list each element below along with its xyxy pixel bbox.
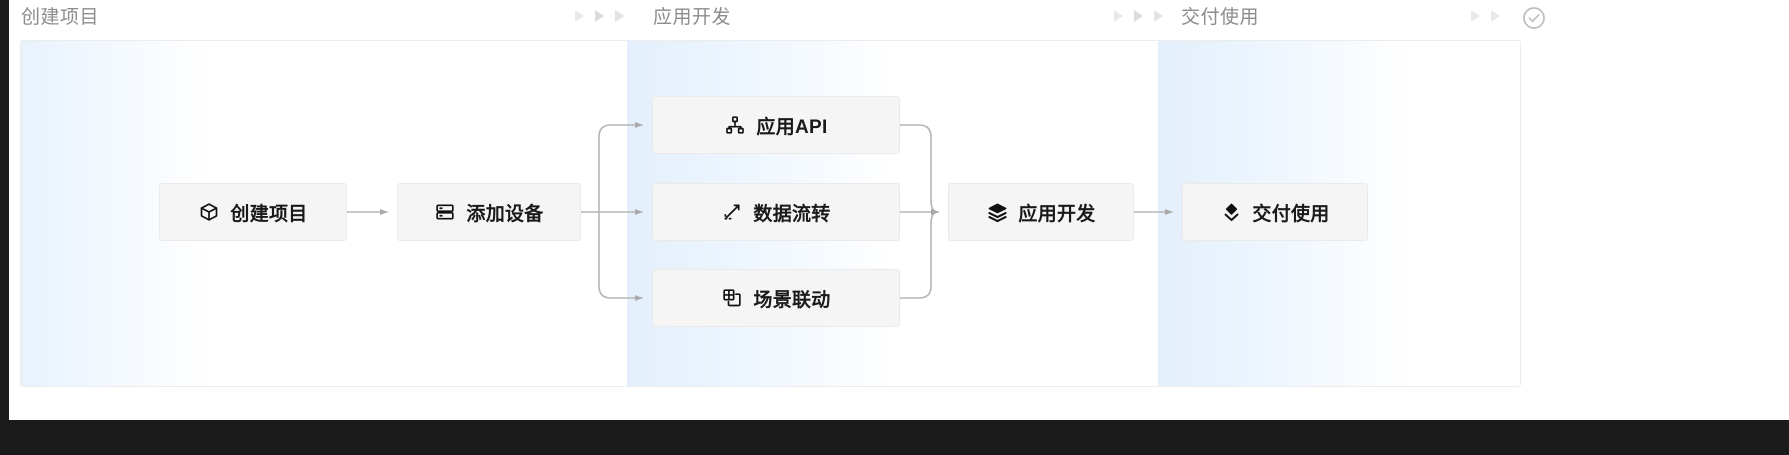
triangle-right-icon <box>1114 10 1123 22</box>
triangle-right-icon <box>1471 10 1480 22</box>
check-circle-icon <box>1522 6 1546 30</box>
triangle-right-icon <box>1134 10 1143 22</box>
triangle-right-icon <box>595 10 604 22</box>
window-bottom-strip <box>0 420 1789 455</box>
window-left-rail <box>0 0 9 420</box>
flow-node-app-development[interactable]: 应用开发 <box>948 183 1134 241</box>
flow-node-label: 交付使用 <box>1252 203 1330 225</box>
flow-node-scene-linkage[interactable]: 场景联动 <box>652 269 900 327</box>
flow-node-data-flow[interactable]: 数据流转 <box>652 183 900 241</box>
flow-node-label: 创建项目 <box>230 203 308 225</box>
triangle-right-icon <box>615 10 624 22</box>
window-layout-icon <box>721 287 743 309</box>
stage-header: 创建项目 应用开发 交付使用 <box>9 0 1789 36</box>
flow-connectors <box>346 121 1173 301</box>
stage-separator-2 <box>1114 10 1163 22</box>
flow-node-add-device[interactable]: 添加设备 <box>397 183 581 241</box>
stage-separator-1 <box>575 10 624 22</box>
sitemap-icon <box>724 114 746 136</box>
data-transfer-icon <box>721 201 743 223</box>
stage-label-delivery-use: 交付使用 <box>1181 7 1260 28</box>
layers-icon <box>986 201 1008 223</box>
flow-canvas: 创建项目 添加设备 应用API <box>20 40 1521 387</box>
server-icon <box>434 201 456 223</box>
flow-node-label: 添加设备 <box>466 203 544 225</box>
cube-icon <box>198 201 220 223</box>
flow-node-delivery-use[interactable]: 交付使用 <box>1182 183 1368 241</box>
flow-node-label: 数据流转 <box>753 203 831 225</box>
triangle-right-icon <box>575 10 584 22</box>
flow-node-label: 场景联动 <box>753 289 831 311</box>
triangle-right-icon <box>1491 10 1500 22</box>
stage-label-app-development: 应用开发 <box>653 7 732 28</box>
delivery-diamond-icon <box>1220 201 1242 223</box>
flow-node-label: 应用开发 <box>1018 203 1096 225</box>
stage-label-create-project: 创建项目 <box>21 7 100 28</box>
stage-separator-3 <box>1471 10 1500 22</box>
flow-node-label: 应用API <box>756 116 828 138</box>
triangle-right-icon <box>1154 10 1163 22</box>
flow-node-app-api[interactable]: 应用API <box>652 96 900 154</box>
flow-node-create-project[interactable]: 创建项目 <box>159 183 347 241</box>
